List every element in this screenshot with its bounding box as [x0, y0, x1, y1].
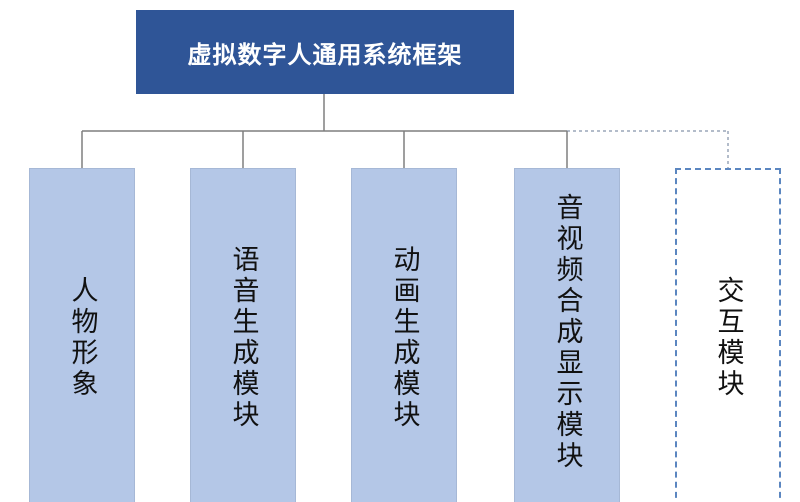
module-label: 交互模块	[712, 276, 744, 400]
module-label: 音视频合成显示模块	[551, 193, 583, 472]
module-label: 语音生成模块	[227, 245, 259, 431]
module-character-image: 人物形象	[29, 168, 135, 502]
module-av-synthesis-display: 音视频合成显示模块	[514, 168, 620, 502]
module-animation-generation: 动画生成模块	[351, 168, 457, 502]
module-label: 人物形象	[66, 276, 98, 400]
module-speech-generation: 语音生成模块	[190, 168, 296, 502]
module-label: 动画生成模块	[388, 245, 420, 431]
module-interaction: 交互模块	[675, 168, 781, 502]
root-title: 虚拟数字人通用系统框架	[187, 40, 463, 69]
root-node: 虚拟数字人通用系统框架	[136, 10, 514, 94]
